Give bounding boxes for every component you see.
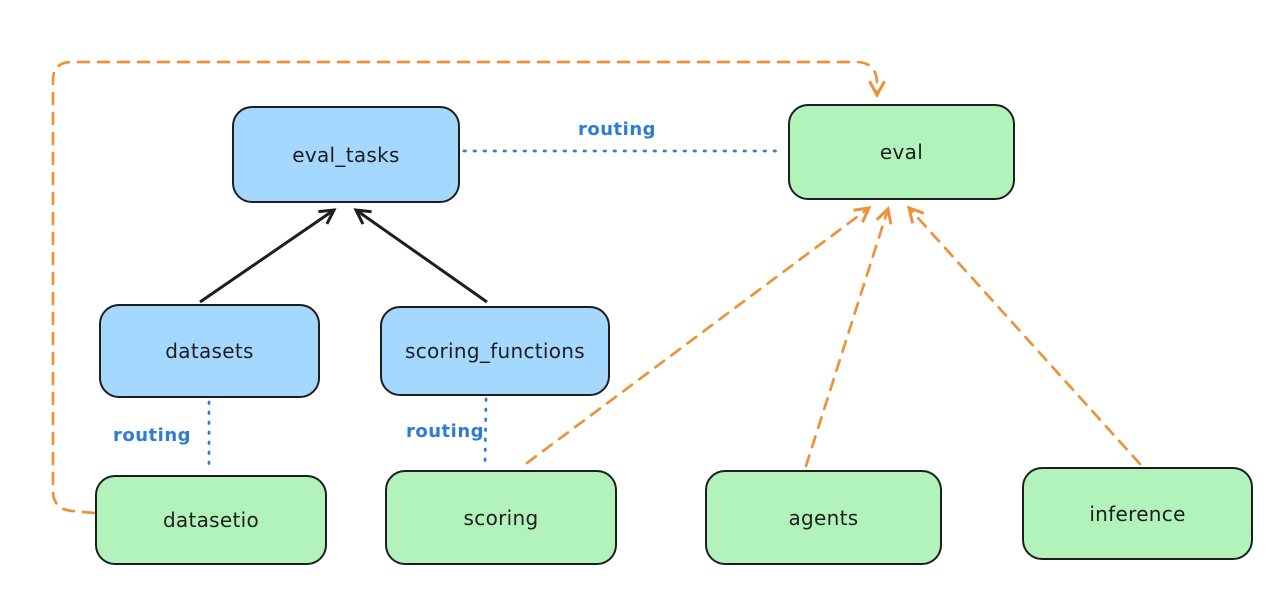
node-datasetio: datasetio — [95, 475, 327, 565]
node-label: eval — [879, 140, 924, 164]
node-agents: agents — [705, 470, 942, 565]
node-datasets: datasets — [99, 304, 320, 398]
node-inference: inference — [1022, 467, 1253, 560]
node-label: agents — [788, 505, 859, 530]
node-label: datasets — [165, 339, 254, 363]
node-scoring: scoring — [385, 470, 617, 565]
edge-scoring-to-eval — [525, 206, 872, 465]
edge-scoring-functions-to-scoring — [483, 397, 488, 468]
edge-scoring-functions-to-eval-tasks — [353, 208, 488, 304]
node-label: inference — [1089, 501, 1186, 526]
edge-label-routing-eval-tasks-eval: routing — [578, 119, 657, 140]
node-label: datasetio — [162, 508, 260, 532]
node-eval-tasks: eval_tasks — [232, 106, 460, 203]
node-label: eval_tasks — [292, 142, 400, 167]
node-scoring-functions: scoring_functions — [380, 306, 610, 396]
edge-label-routing-scoring-functions-scoring: routing — [406, 421, 485, 442]
edge-inference-to-eval — [906, 205, 1142, 466]
edge-agents-to-eval — [804, 206, 893, 468]
node-eval: eval — [788, 104, 1015, 200]
node-label: scoring — [463, 505, 539, 530]
edge-label-routing-datasets-datasetio: routing — [113, 425, 192, 446]
edge-datasets-to-eval-tasks — [199, 208, 337, 304]
node-label: scoring_functions — [404, 339, 586, 363]
